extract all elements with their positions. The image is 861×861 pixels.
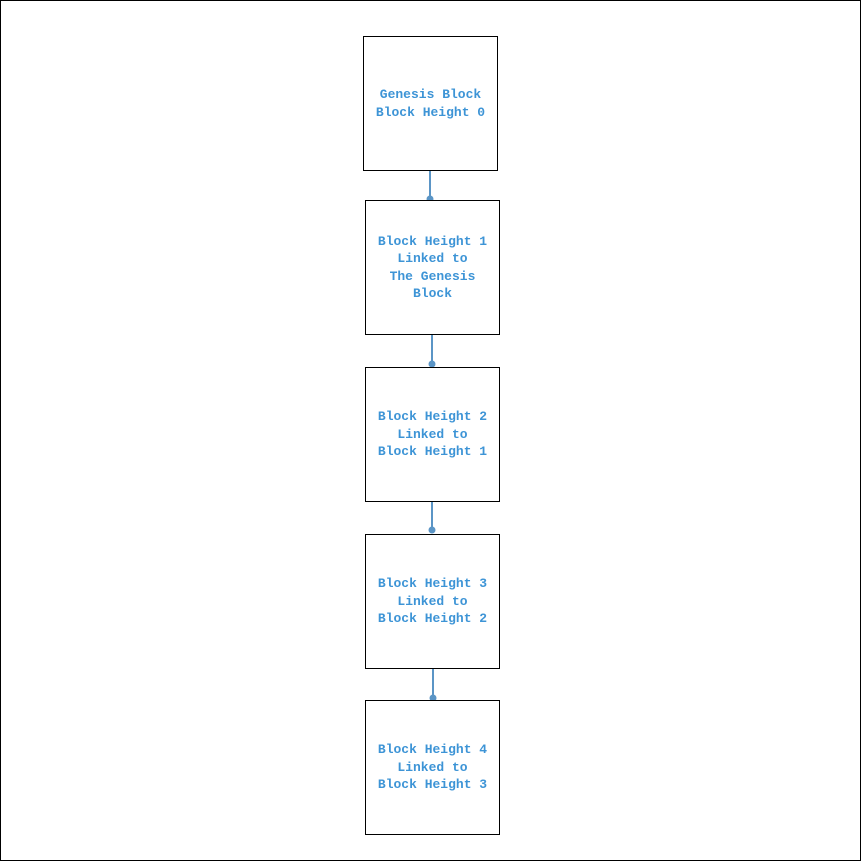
genesis-block: Genesis Block Block Height 0 <box>363 36 498 171</box>
block-text-line: Block Height 2 <box>377 409 488 425</box>
block-text-line: Linked to <box>397 251 468 266</box>
block-text-line: Linked to <box>397 593 468 609</box>
block-text-line: Block Height 3 <box>377 777 488 793</box>
block-text-line: Block Height 2 <box>377 611 488 627</box>
connector-3-4 <box>429 668 437 702</box>
block-text-line: Block Height 4 <box>377 742 488 758</box>
block-text-line: Block Height 1 <box>377 444 488 460</box>
block-height-3: Block Height 3 Linked to Block Height 2 <box>365 534 500 669</box>
block-text-line: Linked to <box>397 759 468 775</box>
block-height-1: Block Height 1 Linked to The Genesis Blo… <box>365 200 500 335</box>
block-text-line: Linked to <box>397 426 468 442</box>
block-text-line: Block <box>412 286 452 301</box>
block-height-2: Block Height 2 Linked to Block Height 1 <box>365 367 500 502</box>
connector-0-1 <box>426 170 434 203</box>
block-text-line: The Genesis <box>389 268 476 284</box>
connector-1-2 <box>428 334 436 368</box>
block-height-4: Block Height 4 Linked to Block Height 3 <box>365 700 500 835</box>
block-text-line: Block Height 1 <box>377 233 488 249</box>
connector-2-3 <box>428 501 436 534</box>
block-text-line: Block Height 0 <box>375 104 486 120</box>
block-text-line: Genesis Block <box>379 87 482 102</box>
block-text-line: Block Height 3 <box>377 576 488 592</box>
